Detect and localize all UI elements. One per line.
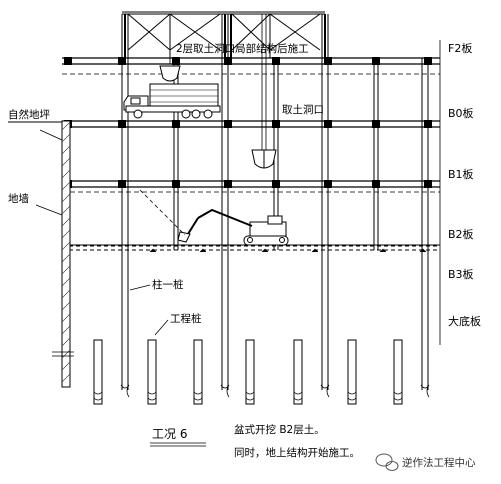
caption-line-1: 盆式开挖 B2层土。 <box>234 423 325 436</box>
grab-bucket-icon <box>251 14 277 169</box>
top-note: 2层取土洞口局部结构后施工 <box>176 42 309 55</box>
pile-break-mark <box>393 391 403 401</box>
wall-label: 地墙 <box>8 192 29 205</box>
diaphragm-wall <box>8 120 74 388</box>
eng-pile-label: 工程桩 <box>170 312 202 325</box>
engineering-pile <box>393 339 403 405</box>
ground-label: 自然地坪 <box>8 108 50 121</box>
level-label-b3: B3板 <box>448 267 474 281</box>
caption-line-2: 同时，地上结构开始施工。 <box>234 446 360 459</box>
pile-break-mark <box>147 391 157 401</box>
slab-joint <box>272 57 280 65</box>
column-pile-label: 柱一桩 <box>152 278 184 291</box>
floor-slabs <box>62 57 440 251</box>
slab-joint <box>172 180 180 188</box>
level-label-b0: B0板 <box>448 106 474 120</box>
slab-joint <box>272 180 280 188</box>
engineering-piles <box>93 339 403 405</box>
level-labels: F2板 B0板 B1板 B2板 B3板 大底板 <box>439 40 481 345</box>
dump-truck-icon <box>123 83 221 119</box>
level-label-raft: 大底板 <box>448 314 481 328</box>
wechat-icon <box>375 453 399 471</box>
engineering-pile <box>193 339 203 405</box>
pile-break-mark <box>293 391 303 401</box>
slab-joint <box>172 120 180 128</box>
caption-title: 工况 6 <box>152 427 187 441</box>
level-label-f2: F2板 <box>448 41 472 55</box>
slab-joint <box>372 57 380 65</box>
engineering-pile <box>293 339 303 405</box>
engineering-pile <box>93 339 103 405</box>
leader-lines <box>35 129 169 336</box>
soil-marks <box>149 248 427 253</box>
pile-break-mark <box>245 391 255 401</box>
slab-joint <box>372 180 380 188</box>
excavator-icon <box>139 189 289 246</box>
pile-ends <box>120 384 430 398</box>
level-label-b1: B1板 <box>448 167 474 181</box>
slab-joint <box>172 57 180 65</box>
grab-bucket-icon <box>159 14 181 82</box>
slab-joints <box>64 57 432 188</box>
watermark-text: 逆作法工程中心 <box>402 456 476 469</box>
pile-break-mark <box>93 391 103 401</box>
watermark: 逆作法工程中心 <box>375 453 476 471</box>
level-label-b2: B2板 <box>448 227 474 241</box>
slab-joint <box>372 120 380 128</box>
pile-break-mark <box>347 391 357 401</box>
gantry-truss <box>122 11 326 58</box>
pile-break-mark <box>193 391 203 401</box>
engineering-pile <box>347 339 357 405</box>
mid-note: 取土洞口 <box>282 103 324 116</box>
engineering-pile <box>147 339 157 405</box>
slab-joint <box>64 57 72 65</box>
slab-joint <box>272 120 280 128</box>
engineering-pile <box>245 339 255 405</box>
